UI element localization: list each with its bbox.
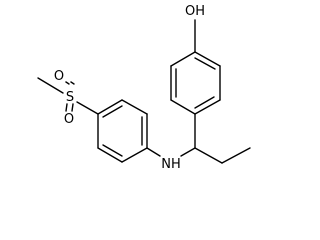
bond (97, 99, 123, 115)
bond (170, 99, 196, 115)
phenol-ring (170, 51, 221, 115)
double-bond-inner (102, 144, 123, 157)
bond-s-o-bottom (65, 103, 68, 112)
bond (97, 147, 123, 163)
bond (194, 51, 221, 67)
hydroxyl-label: OH (185, 4, 205, 19)
sulfonyl-oxygen-top-label: O (54, 69, 64, 84)
chemical-structure: OH NH S O O (37, 4, 251, 172)
bond-s-o-top (70, 81, 75, 85)
bond-s-o-top (65, 81, 70, 85)
sulfur-label: S (66, 90, 74, 105)
bond-ch2-ch3 (221, 147, 251, 164)
bond (170, 51, 196, 67)
double-bond-inner (194, 57, 216, 70)
bond (121, 99, 148, 115)
bond (194, 99, 221, 115)
double-bond-inner (102, 105, 123, 118)
sulfonyl-oxygen-bottom-label: O (64, 112, 74, 127)
bond-ring-s (76, 101, 99, 115)
amine-label: NH (161, 157, 181, 172)
bond-ch-ch2 (194, 147, 223, 164)
bond-s-methyl (37, 77, 64, 94)
bond-ch-nh (180, 147, 196, 157)
bond-s-o-bottom (71, 103, 74, 112)
double-bond-inner (194, 96, 215, 109)
benzene-ring (97, 99, 148, 163)
bond-nh-ring (146, 147, 161, 157)
bond (121, 147, 148, 163)
